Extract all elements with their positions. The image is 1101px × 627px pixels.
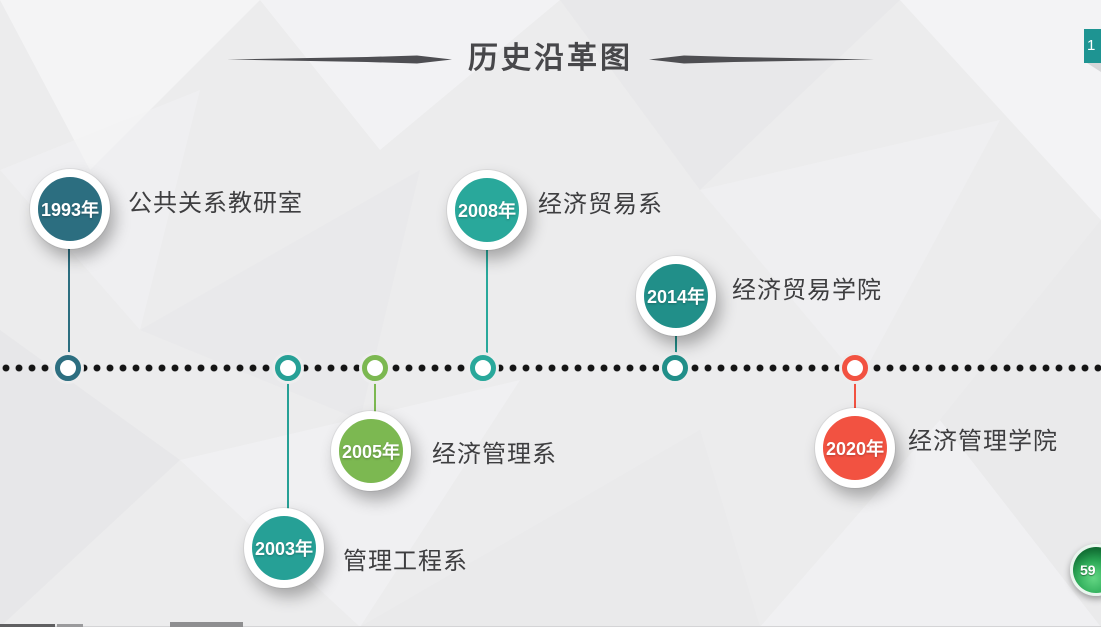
year-label: 2003年	[254, 539, 314, 559]
event-connector	[854, 377, 856, 410]
page-number-badge: 1	[1084, 29, 1101, 63]
year-label: 2014年	[646, 287, 706, 307]
timeline-node	[470, 355, 496, 381]
slide-title-row: 历史沿革图	[0, 36, 1101, 82]
year-circle: 2014年	[636, 256, 716, 336]
event-connector	[374, 377, 376, 413]
event-connector	[675, 334, 677, 357]
year-circle: 2008年	[447, 170, 527, 250]
timeline-node	[842, 355, 868, 381]
page-badge-fold	[1087, 63, 1101, 72]
page-title: 历史沿革图	[468, 42, 633, 75]
event-label: 经济贸易学院	[732, 277, 882, 304]
timeline-node	[362, 355, 388, 381]
recording-timer-value: 59	[1080, 562, 1096, 578]
timeline-node	[662, 355, 688, 381]
year-circle: 2003年	[244, 508, 324, 588]
event-connector	[68, 247, 70, 359]
taskbar-segment[interactable]	[170, 622, 243, 627]
year-label: 2020年	[825, 439, 885, 459]
event-label: 经济贸易系	[538, 191, 663, 218]
timeline-node	[275, 355, 301, 381]
event-label: 经济管理系	[432, 441, 557, 468]
event-label: 管理工程系	[343, 548, 468, 575]
year-label: 2005年	[341, 442, 401, 462]
timeline-axis	[0, 361, 1101, 375]
event-connector	[287, 377, 289, 510]
event-connector	[486, 248, 488, 357]
taskbar-segment[interactable]	[0, 624, 55, 627]
taskbar-segment[interactable]	[57, 624, 83, 627]
title-arrow-right-icon	[649, 55, 874, 63]
title-arrow-left-icon	[227, 55, 452, 63]
taskbar-edge[interactable]	[0, 618, 1101, 627]
year-label: 2008年	[457, 201, 517, 221]
year-circle: 2020年	[815, 408, 895, 488]
event-label: 经济管理学院	[908, 428, 1058, 455]
year-label: 1993年	[40, 200, 100, 220]
year-circle: 2005年	[331, 411, 411, 491]
event-label: 公共关系教研室	[128, 190, 303, 217]
year-circle: 1993年	[30, 169, 110, 249]
timeline-node	[55, 355, 81, 381]
